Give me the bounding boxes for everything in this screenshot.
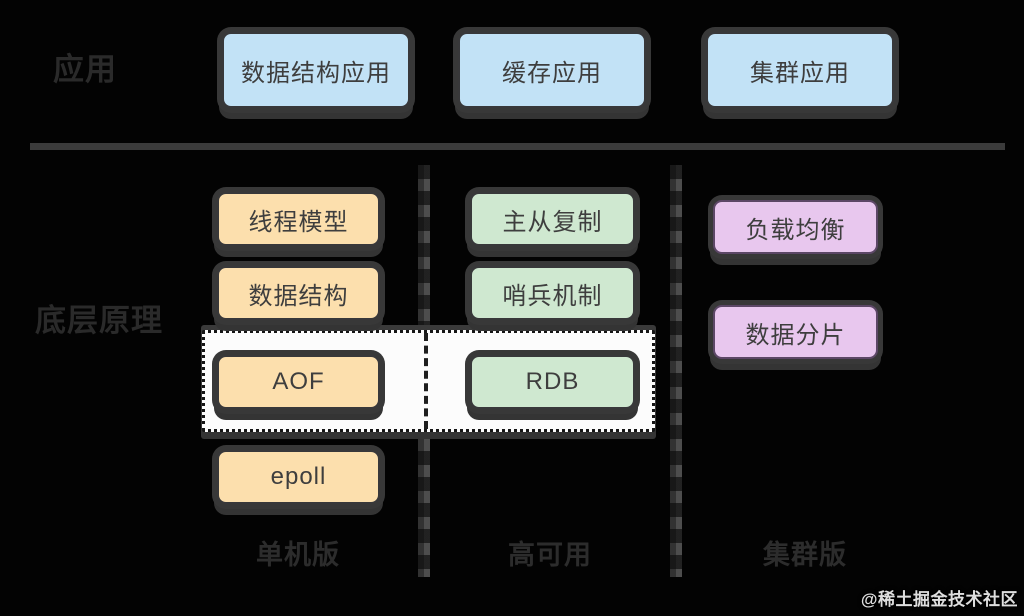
box-rdb: RDB [470,355,635,409]
box-data-sharding: 数据分片 [713,305,878,359]
box-label: 数据分片 [745,321,846,349]
box-label: epoll [270,463,327,490]
app-box-data-structure: 数据结构应用 [222,32,410,108]
column-footer-cluster: 集群版 [763,540,847,570]
column-footer-standalone: 单机版 [256,540,340,570]
box-label: 数据结构 [248,282,349,310]
box-label: 负载均衡 [745,216,846,244]
box-data-structure: 数据结构 [217,266,380,320]
box-thread-model: 线程模型 [217,192,380,246]
box-aof: AOF [217,355,380,409]
column-divider-2 [670,165,682,577]
app-box-label: 集群应用 [750,59,850,87]
app-box-label: 数据结构应用 [241,59,391,87]
persistence-group-divider [424,333,428,429]
box-label: 主从复制 [502,208,603,236]
box-sentinel: 哨兵机制 [470,266,635,320]
box-label: AOF [272,368,325,395]
box-master-slave-replication: 主从复制 [470,192,635,246]
box-label: 线程模型 [248,208,349,236]
horizontal-divider [30,143,1005,150]
column-footer-high-availability: 高可用 [508,540,592,570]
app-box-cache: 缓存应用 [458,32,646,108]
app-box-label: 缓存应用 [502,59,602,87]
app-box-cluster: 集群应用 [706,32,894,108]
box-label: 哨兵机制 [502,282,603,310]
principle-layer-label: 底层原理 [35,303,163,338]
juejin-watermark: @稀土掘金技术社区 [860,590,1018,609]
box-load-balancing: 负载均衡 [713,200,878,254]
box-epoll: epoll [217,450,380,504]
box-label: RDB [525,368,580,395]
application-layer-label: 应用 [53,52,117,87]
